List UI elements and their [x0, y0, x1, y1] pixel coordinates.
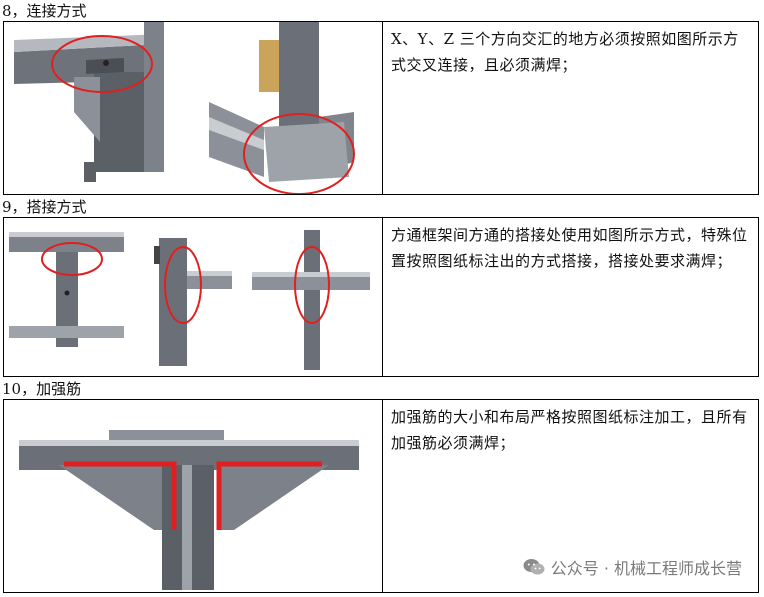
lap-joint-right-render	[252, 230, 370, 370]
section-8-heading: 8，连接方式	[2, 2, 87, 20]
section-10-text: 加强筋的大小和布局严格按照图纸标注加工，且所有加强筋必须满焊；	[391, 408, 748, 452]
rib-render	[19, 430, 359, 590]
section-8-figure	[4, 22, 383, 194]
section-9-figure	[4, 218, 383, 376]
section-9-row: 方通框架间方通的搭接处使用如图所示方式，特殊位置按照图纸标注出的方式搭接，搭接处…	[3, 217, 759, 377]
watermark: 公众号 · 机械工程师成长营	[523, 555, 742, 579]
section-10-figure	[4, 400, 383, 592]
lap-joint-left-render	[9, 232, 124, 347]
section-9-text: 方通框架间方通的搭接处使用如图所示方式，特殊位置按照图纸标注出的方式搭接，搭接处…	[391, 226, 748, 270]
watermark-text: 公众号 · 机械工程师成长营	[550, 559, 742, 578]
corner-joint-left-render	[14, 22, 164, 182]
lap-joint-render	[9, 230, 370, 370]
wechat-icon	[523, 558, 545, 576]
cross-joint-render	[14, 22, 355, 194]
section-10-heading: 10，加强筋	[2, 380, 82, 398]
lap-joint-middle-render	[154, 238, 232, 366]
t-joint-right-render	[209, 22, 354, 182]
section-10-row: 加强筋的大小和布局严格按照图纸标注加工，且所有加强筋必须满焊；	[3, 399, 759, 593]
section-8-text: X、Y、Z 三个方向交汇的地方必须按照如图所示方式交叉连接，且必须满焊；	[391, 30, 739, 74]
rib-render-body	[19, 430, 359, 590]
section-9-heading: 9，搭接方式	[2, 198, 87, 216]
section-8-row: X、Y、Z 三个方向交汇的地方必须按照如图所示方式交叉连接，且必须满焊；	[3, 21, 759, 195]
